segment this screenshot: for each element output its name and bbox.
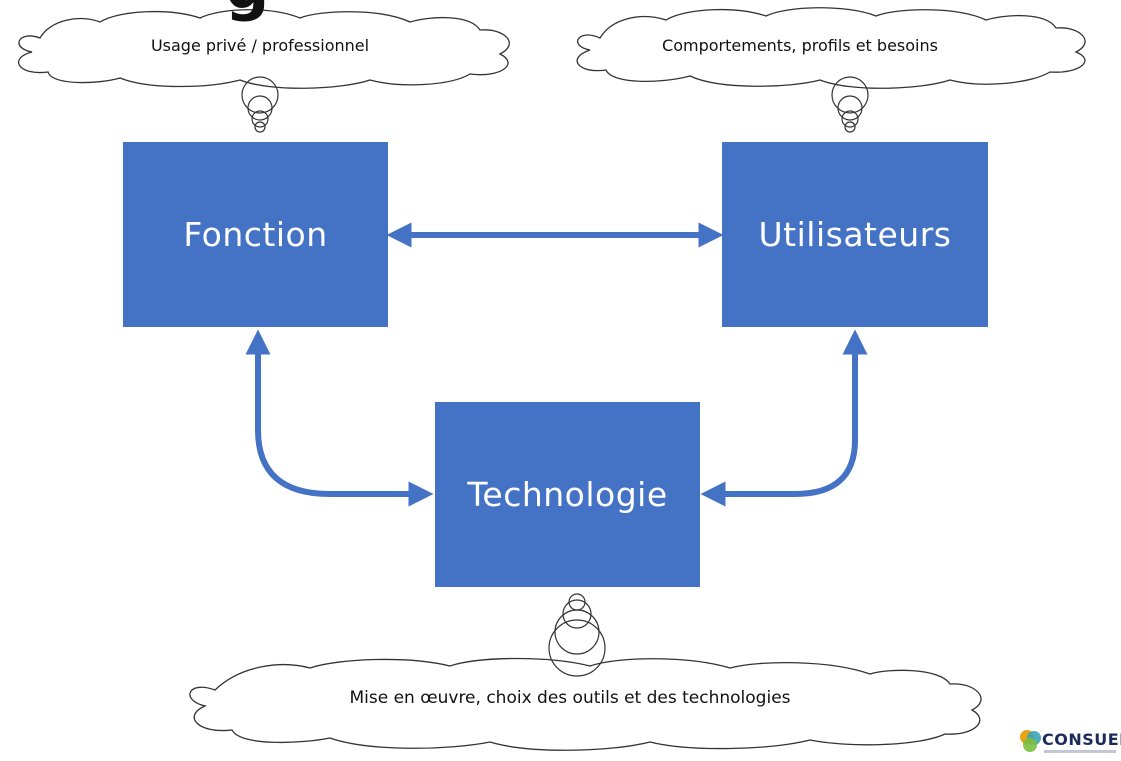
arrow-fonction-technologie [245, 329, 434, 507]
cloud-right-label: Comportements, profils et besoins [662, 36, 938, 55]
box-utilisateurs-label: Utilisateurs [758, 215, 952, 254]
box-utilisateurs: Utilisateurs [722, 142, 988, 327]
consuel-logo: CONSUEL [1018, 728, 1121, 758]
thought-bubble-left [241, 76, 279, 133]
thought-bubble-right [831, 76, 869, 133]
cloud-right [576, 7, 1086, 89]
title-fragment: g [225, 0, 270, 18]
arrow-utilisateurs-technologie [700, 329, 868, 507]
consuel-logo-text: CONSUEL [1042, 730, 1121, 749]
thought-bubble-bottom [548, 593, 606, 677]
consuel-logo-tagline [1044, 750, 1116, 753]
box-fonction: Fonction [123, 142, 388, 327]
cloud-left-label: Usage privé / professionnel [150, 36, 370, 55]
cloud-bottom-label: Mise en œuvre, choix des outils et des t… [349, 688, 791, 708]
box-technologie-label: Technologie [467, 475, 668, 514]
box-technologie: Technologie [435, 402, 700, 587]
box-fonction-label: Fonction [183, 215, 328, 254]
consuel-logo-mark-icon [1020, 730, 1041, 752]
cloud-bottom [189, 657, 982, 751]
cloud-left [18, 9, 510, 89]
